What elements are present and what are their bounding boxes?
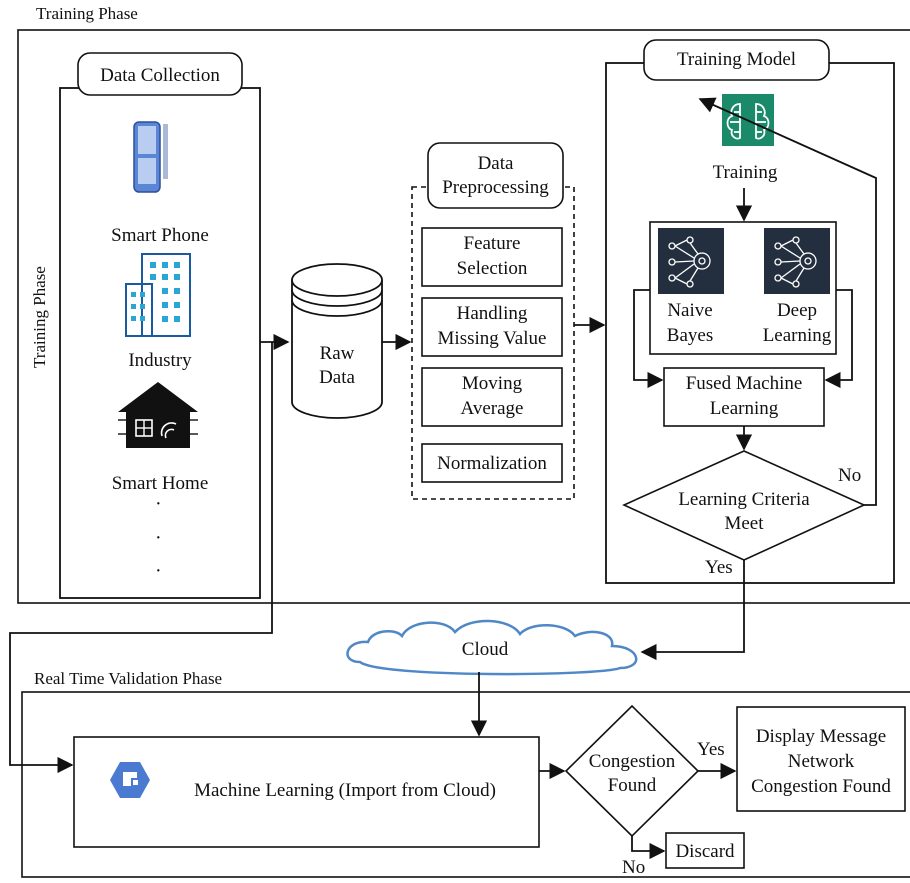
gcp-ml-hexagon-icon [110,762,150,798]
discard-label: Discard [675,841,735,862]
display-label-line2: Network [787,751,855,772]
ellipsis-dot: · [155,493,162,515]
step-box-moving-average [421,367,563,427]
source-label-smart-phone: Smart Phone [111,225,209,246]
arrow-criteria-no-loop [698,97,877,506]
fused-ml-label-line1: Fused Machine [685,373,803,394]
step-box-feature-selection [421,227,563,287]
building-icon [125,253,191,337]
training-model-title: Training Model [676,49,797,70]
step-box-normalization [421,443,563,483]
step-label-line2: Selection [456,258,528,279]
training-phase-frame [17,29,910,604]
ellipsis-dot: · [155,527,162,549]
ellipsis-dot: · [155,560,162,582]
cloud-label: Cloud [461,639,509,660]
source-label-industry: Industry [128,350,192,371]
criteria-yes-label: Yes [705,557,733,578]
training-phase-title: Training Phase [36,4,138,23]
preprocessing-title-box [427,142,564,209]
preprocessing-title-line2: Preprocessing [442,177,549,198]
step-box-handling-missing [421,297,563,357]
arrow-deep-to-fused [824,289,853,389]
training-model-title-box [643,39,830,81]
arrow-criteria-yes-to-cloud [640,560,745,661]
raw-data-cylinder [291,263,383,419]
step-label-line1: Feature [463,233,521,254]
congestion-label-line2: Found [607,775,657,796]
training-label: Training [712,162,778,183]
criteria-label-line1: Learning Criteria [678,489,810,510]
raw-data-label-line1: Raw [319,343,355,364]
deep-learning-label-line1: Deep [776,300,818,321]
discard-box [665,832,745,869]
naive-bayes-label-line2: Bayes [666,325,714,346]
step-label-line1: Handling [456,303,528,324]
training-phase-side-label: Training Phase [30,266,49,368]
fused-ml-label-line2: Learning [709,398,779,419]
smartphone-icon [133,121,168,193]
preprocessing-title-line1: Data [477,153,514,174]
data-collection-title: Data Collection [100,65,220,86]
step-label-line2: Missing Value [437,328,547,349]
step-label-line2: Average [460,398,524,419]
ml-import-box [73,736,540,848]
ml-import-label: Machine Learning (Import from Cloud) [194,780,496,801]
congestion-yes-label: Yes [697,739,725,760]
data-collection-title-box [77,52,243,96]
naive-bayes-label-line1: Naive [667,300,713,321]
smart-home-icon [118,382,198,448]
validation-phase-title: Real Time Validation Phase [34,669,223,688]
neural-net-icon [764,228,830,294]
deep-learning-label-line2: Learning [762,325,832,346]
arrow-naive-to-fused [633,289,664,389]
raw-data-label-line2: Data [319,367,355,388]
step-label-line1: Moving [461,373,523,394]
neural-net-icon [658,228,724,294]
arrow-congestion-to-discard [631,836,666,860]
source-label-smart-home: Smart Home [111,473,209,494]
fused-ml-box [663,367,825,427]
arrow-collection-to-ml [9,342,273,774]
step-label-line1: Normalization [437,453,547,474]
display-label-line3: Congestion Found [751,776,891,797]
congestion-no-label: No [622,857,646,878]
validation-phase-frame [21,691,910,878]
criteria-no-label: No [838,465,862,486]
cloud-shape [346,619,638,676]
criteria-label-line2: Meet [724,513,764,534]
congestion-label-line1: Congestion [588,751,676,772]
display-message-box [736,706,906,812]
display-label-line1: Display Message [755,726,887,747]
